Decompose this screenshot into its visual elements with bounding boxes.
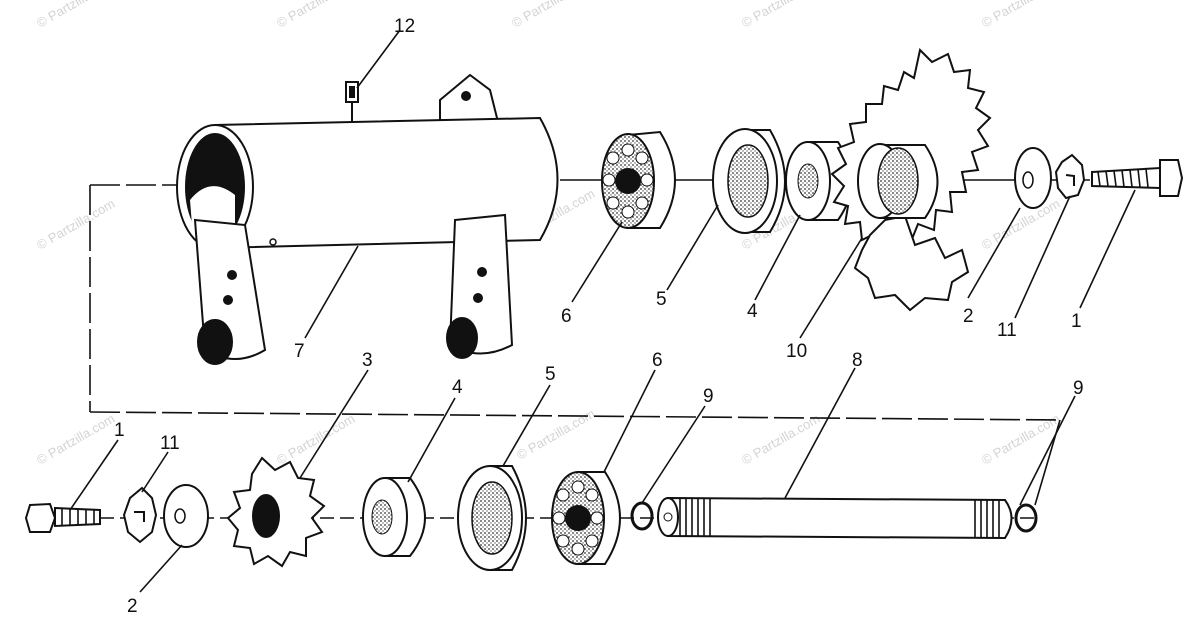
watermark: © Partzilla.com	[34, 0, 117, 31]
grease-fitting	[345, 81, 359, 122]
axle-shaft	[657, 496, 1013, 540]
callout-5: 5	[656, 289, 667, 310]
callout-4: 4	[747, 301, 758, 322]
bolt-upper	[1091, 159, 1184, 197]
callout-1: 1	[114, 420, 125, 441]
watermark: © Partzilla.com	[739, 411, 822, 468]
callout-2: 2	[127, 596, 138, 617]
callout-11: 11	[997, 320, 1017, 341]
callouts: 12 7 6 5 4 10 2 11 1 3 4 5 6 9 8 9 1 11 …	[114, 16, 1084, 617]
callout-8: 8	[852, 350, 863, 371]
o-ring-right	[1014, 503, 1038, 533]
watermark: © Partzilla.com	[274, 0, 357, 31]
callout-7: 7	[294, 341, 305, 362]
callout-6: 6	[652, 350, 663, 371]
watermark: © Partzilla.com	[979, 0, 1062, 31]
watermark: © Partzilla.com	[509, 0, 592, 31]
bearing-lower	[551, 471, 621, 565]
spacer-lower	[362, 477, 426, 557]
watermark: © Partzilla.com	[979, 196, 1062, 253]
seal-upper	[712, 128, 786, 234]
callout-3: 3	[362, 350, 373, 371]
callout-1: 1	[1071, 311, 1082, 332]
watermark: © Partzilla.com	[34, 196, 117, 253]
watermark: © Partzilla.com	[739, 0, 822, 31]
lock-tab-upper	[1054, 153, 1086, 200]
sprocket-small	[226, 456, 326, 568]
o-ring-left	[630, 501, 654, 531]
washer-upper	[1014, 147, 1052, 209]
swing-arm-housing	[176, 73, 559, 365]
callout-2: 2	[963, 306, 974, 327]
sprocket-large	[830, 47, 992, 312]
lock-tab-lower	[122, 486, 158, 544]
washer-lower	[163, 484, 209, 548]
watermark: © Partzilla.com	[514, 406, 597, 463]
callout-6: 6	[561, 306, 572, 327]
spacer-upper	[785, 141, 853, 221]
leader-lines	[69, 29, 1136, 593]
callout-9: 9	[703, 386, 714, 407]
callout-5: 5	[545, 364, 556, 385]
callout-12: 12	[394, 16, 415, 37]
bearing-upper	[601, 130, 676, 229]
seal-lower	[457, 465, 527, 571]
callout-11: 11	[160, 433, 180, 454]
callout-9: 9	[1073, 378, 1084, 399]
bolt-lower	[24, 502, 101, 533]
callout-4: 4	[452, 377, 463, 398]
watermark: © Partzilla.com	[274, 411, 357, 468]
callout-10: 10	[786, 341, 807, 362]
